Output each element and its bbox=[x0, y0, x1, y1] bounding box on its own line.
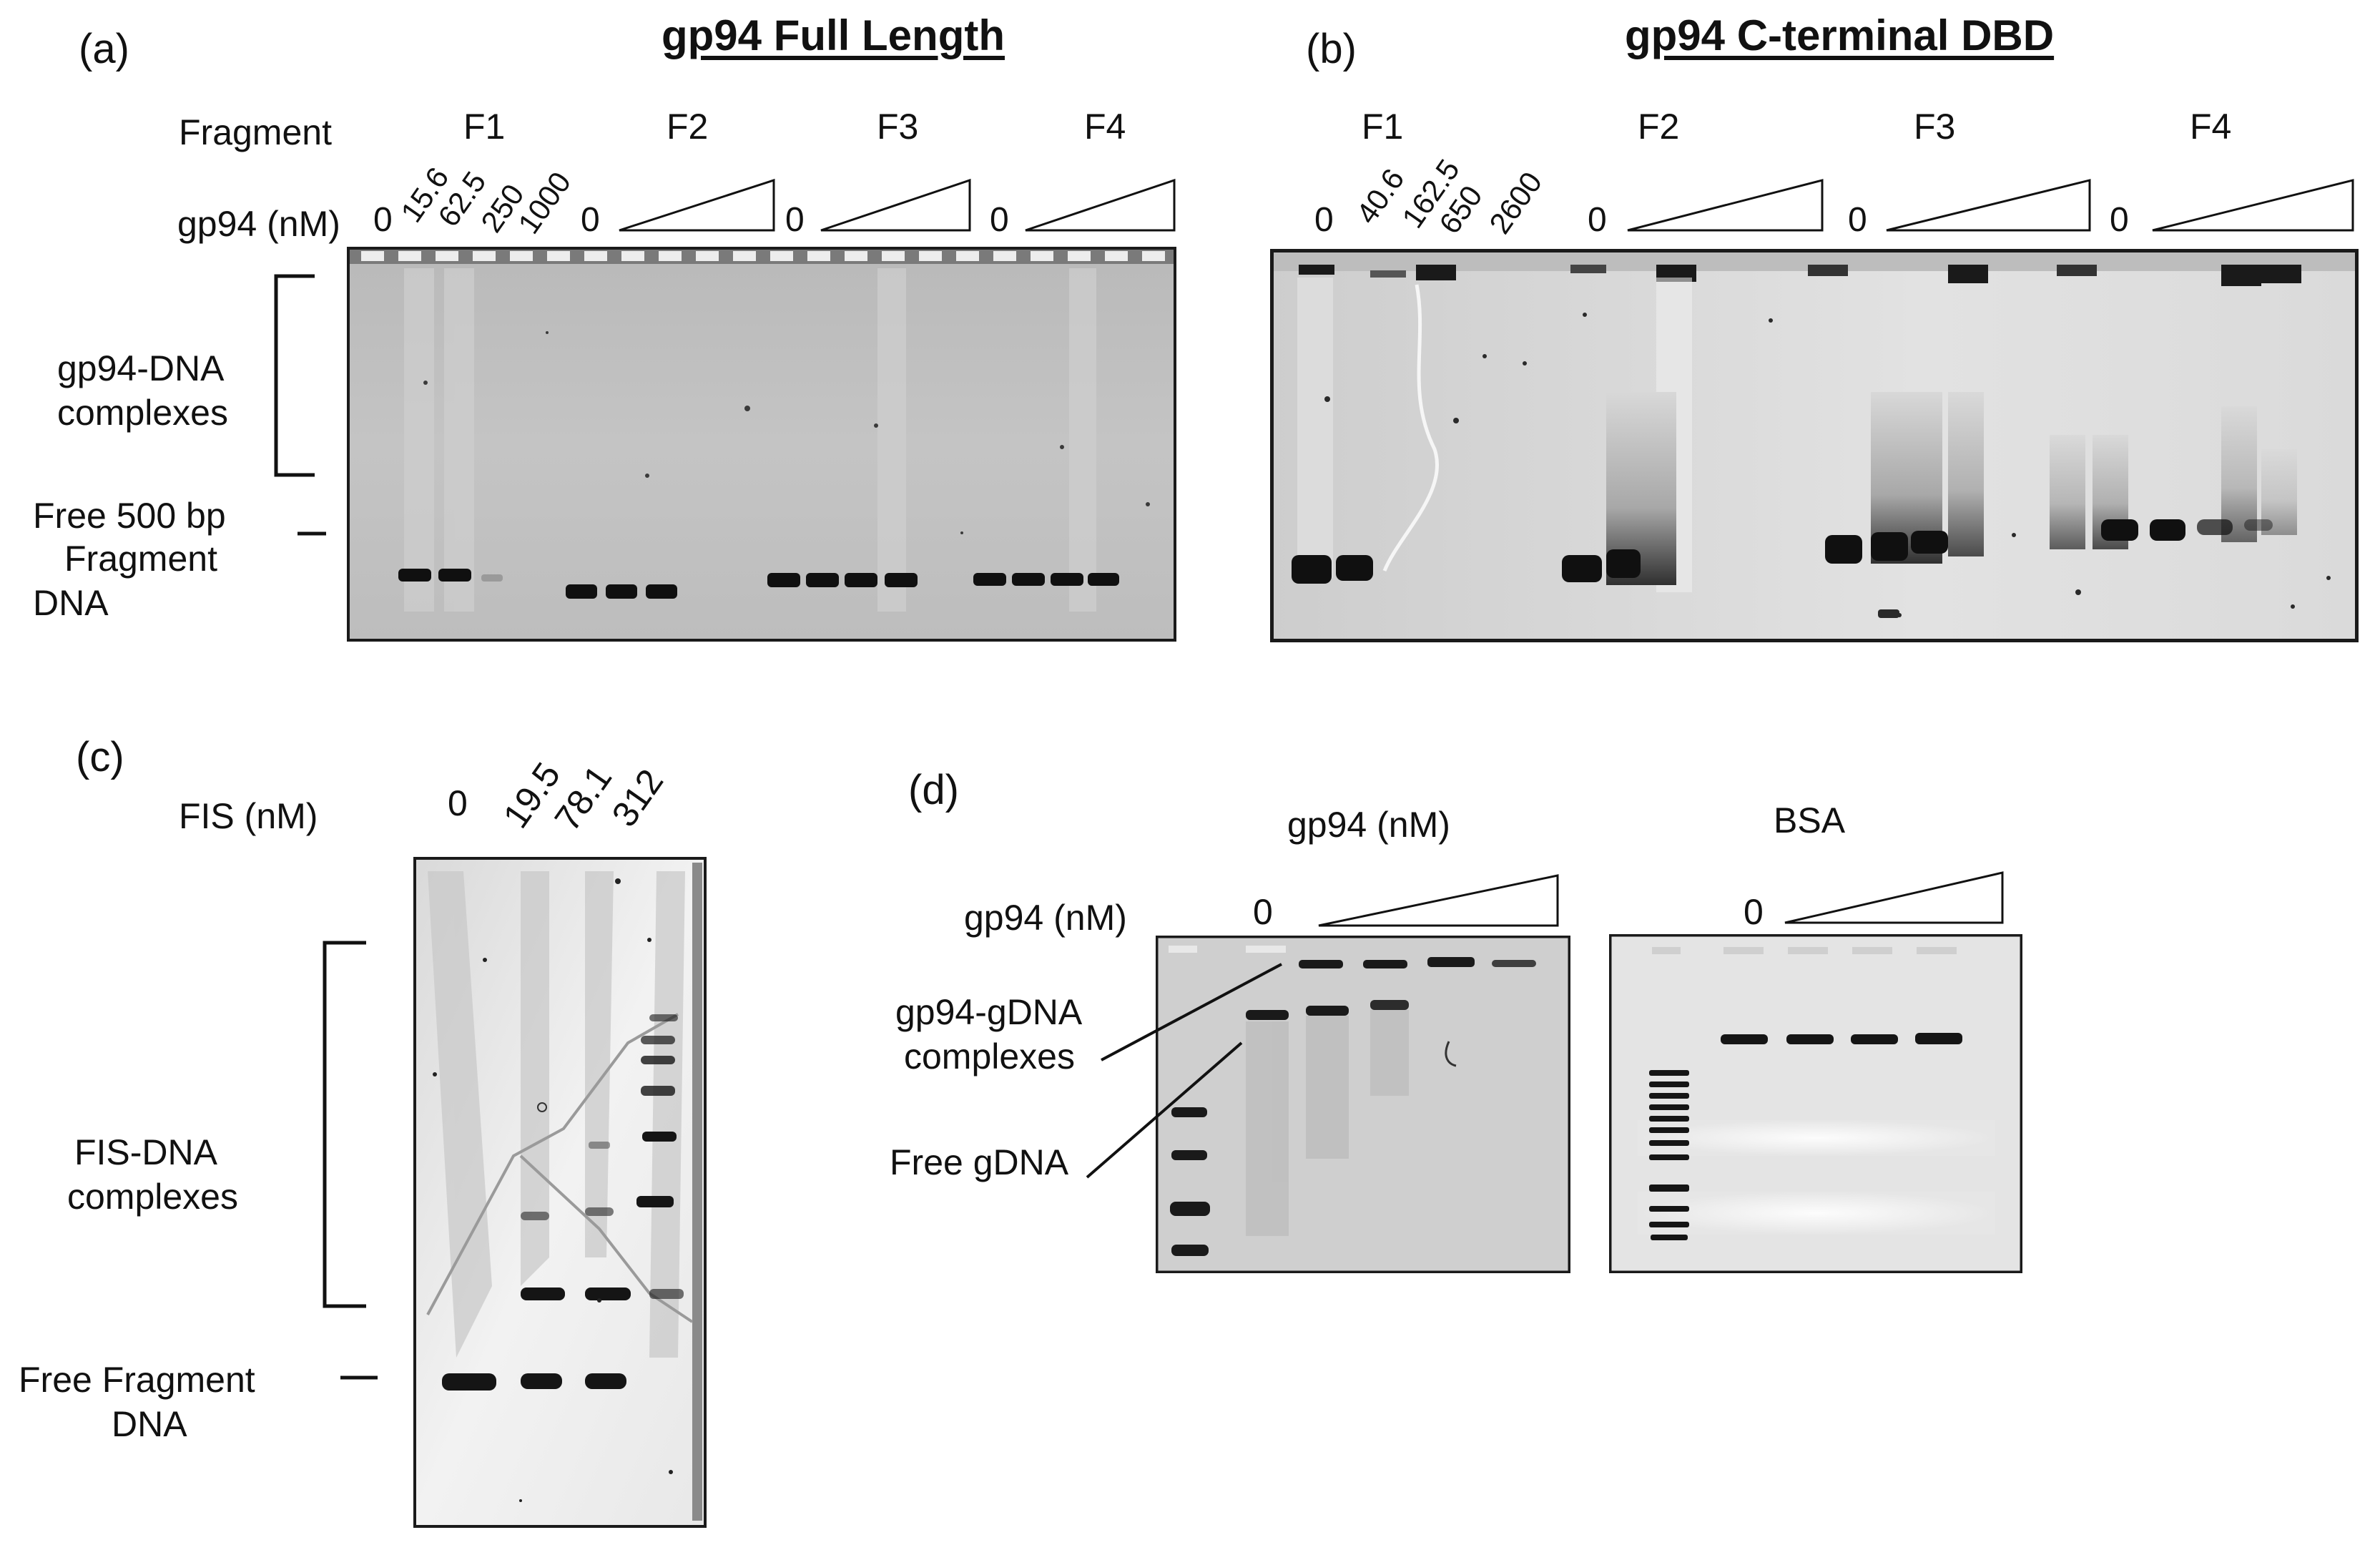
panel-a-complex-bracket bbox=[274, 274, 315, 477]
panel-a-conc-1000: 1000 bbox=[511, 165, 578, 240]
panel-b-label: (b) bbox=[1306, 26, 1357, 72]
panel-b-conc-40-6: 40.6 bbox=[1349, 162, 1411, 230]
panel-d-complex-label-2: complexes bbox=[904, 1036, 1075, 1076]
panel-a-label: (a) bbox=[79, 26, 129, 72]
panel-a-complex-label-2: complexes bbox=[57, 393, 228, 433]
panel-b-fragment-f1: F1 bbox=[1362, 107, 1404, 147]
panel-c-conc-78-1: 78.1 bbox=[546, 757, 620, 838]
panel-b-wedge-f4 bbox=[2152, 179, 2354, 232]
panel-a-wedge-f3 bbox=[820, 178, 971, 232]
panel-d-complex-label-1: gp94-gDNA bbox=[895, 992, 1083, 1032]
panel-b-zero-f4: 0 bbox=[2110, 201, 2129, 239]
panel-c-free-label-2: DNA bbox=[112, 1404, 187, 1444]
panel-d-zero-left: 0 bbox=[1253, 892, 1273, 932]
panel-d-conc-label: gp94 (nM) bbox=[964, 898, 1127, 938]
panel-a-zero-f4: 0 bbox=[990, 201, 1009, 239]
panel-a-zero-f2: 0 bbox=[581, 201, 600, 239]
panel-c-conc-0: 0 bbox=[448, 783, 468, 823]
panel-d-wedge-left bbox=[1318, 874, 1559, 927]
panel-d-label: (d) bbox=[908, 767, 959, 813]
panel-a-conc-0: 0 bbox=[373, 201, 393, 239]
panel-a-fragment-f3: F3 bbox=[877, 107, 919, 147]
panel-d-left-title: gp94 (nM) bbox=[1287, 805, 1450, 845]
panel-a-complex-label-1: gp94-DNA bbox=[57, 348, 225, 388]
panel-a-free-label-1: Free 500 bp bbox=[33, 496, 226, 536]
panel-d-right-gel-image bbox=[1609, 934, 2022, 1273]
panel-a-title: gp94 Full Length bbox=[662, 11, 1005, 59]
panel-b-zero-f3: 0 bbox=[1848, 201, 1867, 239]
panel-a-fragment-f2: F2 bbox=[667, 107, 709, 147]
panel-a-conc-label: gp94 (nM) bbox=[177, 204, 340, 244]
panel-b-title: gp94 C-terminal DBD bbox=[1625, 11, 2055, 59]
panel-b-gel-image bbox=[1270, 249, 2359, 642]
panel-c-conc-312: 312 bbox=[604, 762, 672, 834]
panel-b-fragment-f3: F3 bbox=[1914, 107, 1956, 147]
panel-d-right-title: BSA bbox=[1774, 800, 1846, 840]
panel-b-fragment-f4: F4 bbox=[2190, 107, 2232, 147]
panel-b-fragment-f2: F2 bbox=[1638, 107, 1680, 147]
panel-a-free-label-3: DNA bbox=[33, 583, 109, 623]
panel-c-complex-label-1: FIS-DNA bbox=[74, 1132, 217, 1172]
panel-a-fragment-f4: F4 bbox=[1084, 107, 1126, 147]
panel-b-wedge-f2 bbox=[1627, 179, 1824, 232]
panel-d-zero-right: 0 bbox=[1744, 892, 1764, 932]
panel-a-fragment-f1: F1 bbox=[463, 107, 506, 147]
panel-d-left-gel-image bbox=[1156, 936, 1570, 1273]
panel-c-conc-19-5: 19.5 bbox=[495, 755, 569, 835]
panel-a-wedge-f2 bbox=[619, 178, 775, 232]
panel-c-complex-label-2: complexes bbox=[67, 1177, 238, 1217]
panel-b-zero-f2: 0 bbox=[1588, 201, 1607, 239]
panel-c-gel-image bbox=[413, 857, 707, 1528]
panel-b-conc-0: 0 bbox=[1314, 201, 1334, 239]
panel-c-label: (c) bbox=[76, 734, 124, 780]
panel-c-conc-label: FIS (nM) bbox=[179, 796, 318, 836]
panel-c-free-label-1: Free Fragment bbox=[19, 1360, 255, 1400]
panel-a-wedge-f4 bbox=[1025, 178, 1176, 232]
panel-d-free-label: Free gDNA bbox=[890, 1142, 1069, 1182]
panel-a-zero-f3: 0 bbox=[785, 201, 805, 239]
panel-a-gel-image bbox=[347, 247, 1176, 642]
panel-c-complex-bracket bbox=[323, 941, 366, 1308]
panel-a-fragment-label: Fragment bbox=[179, 112, 332, 152]
panel-b-wedge-f3 bbox=[1886, 179, 2091, 232]
panel-b-conc-2600: 2600 bbox=[1482, 165, 1549, 240]
panel-a-free-label-2: Fragment bbox=[64, 539, 217, 579]
panel-d-wedge-right bbox=[1784, 871, 2004, 924]
